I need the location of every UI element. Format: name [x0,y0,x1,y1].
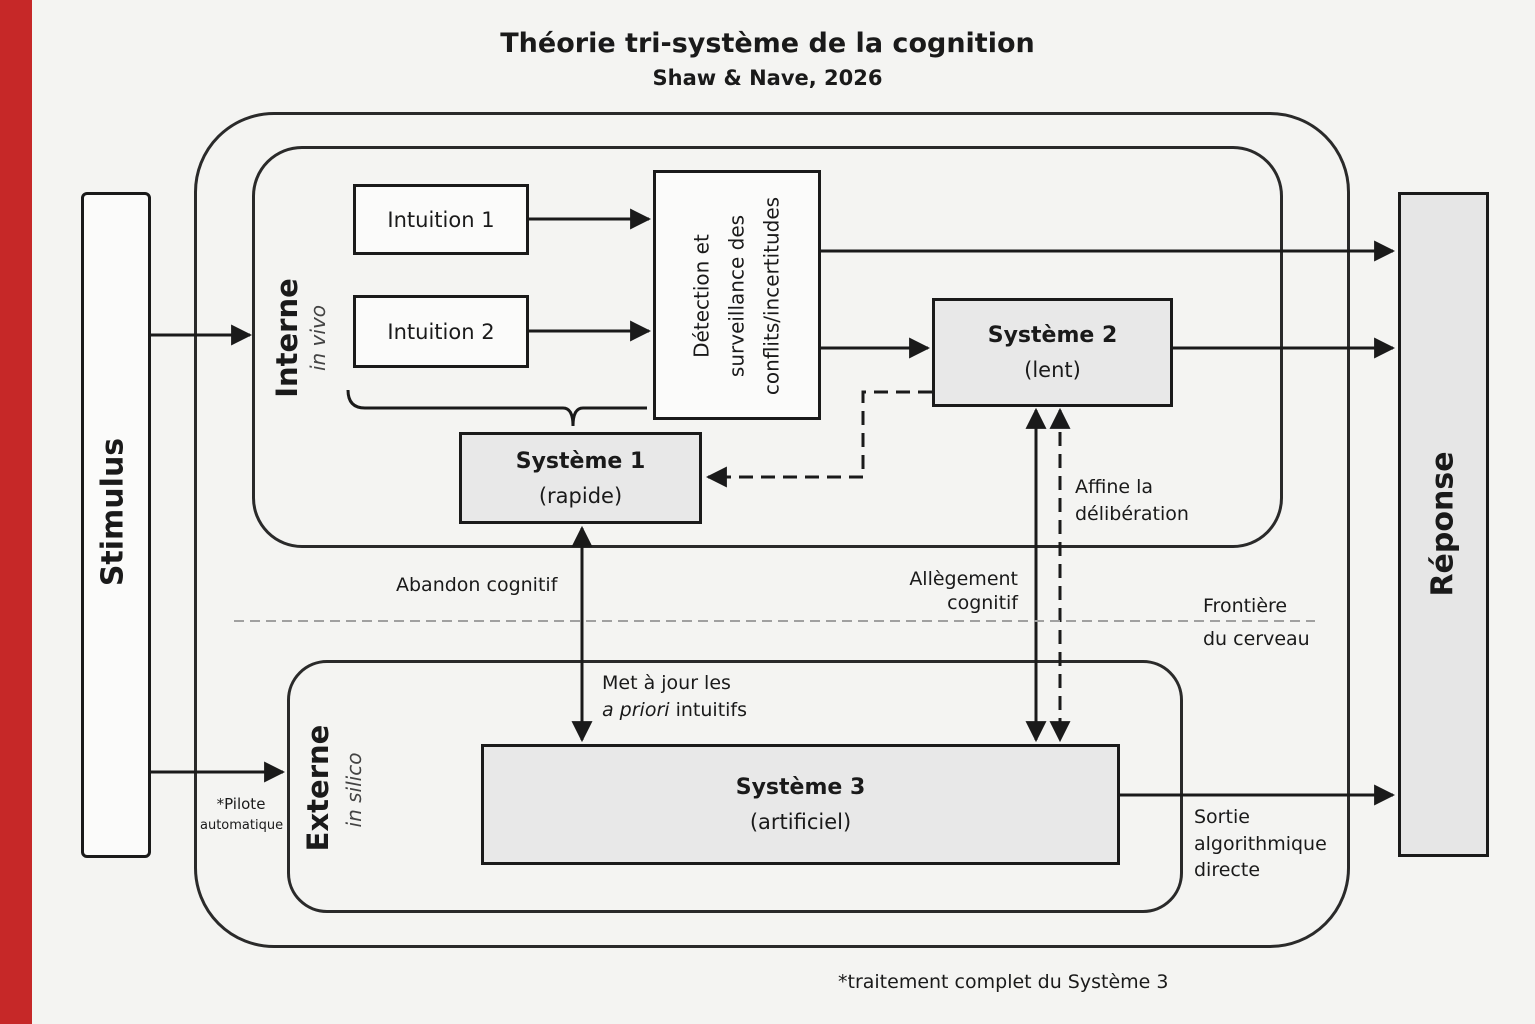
cognitive-offloading-label: Allègement cognitif [909,568,1018,614]
system3-box: Système 3 (artificiel) [481,744,1120,865]
external-region [287,660,1183,913]
brain-boundary-label: Frontière du cerveau [1203,595,1310,651]
footnote: *traitement complet du Système 3 [838,971,1169,993]
external-sub-label: in silico [342,752,366,828]
detection-label: Détection et surveillance des conflits/i… [689,196,784,396]
intuitions-brace [346,389,647,427]
intuition2-box: Intuition 2 [353,295,529,368]
external-label: Externe [301,724,335,852]
diagram-title: Théorie tri-système de la cognition [500,28,1035,59]
system3-name: Système 3 [735,775,866,800]
stimulus-box [81,192,151,858]
system2-box: Système 2 (lent) [932,298,1173,407]
cognitive-surrender-label: Abandon cognitif [396,574,558,596]
update-priors-label: Met à jour les a priori intuitifs [602,672,748,721]
system2-to-system1-dashed-arrow [705,390,932,488]
system1-desc: (rapide) [538,483,623,508]
intuition1-box: Intuition 1 [353,184,529,255]
refine-deliberation-label: Affine la délibération [1075,476,1189,525]
system1-box: Système 1 (rapide) [459,432,702,524]
response-label: Réponse [1425,451,1461,597]
accent-bar [0,0,32,1024]
response-box [1398,192,1489,857]
system2-desc: (lent) [1024,358,1081,382]
system2-name: Système 2 [987,323,1118,348]
diagram-subtitle: Shaw & Nave, 2026 [652,66,883,90]
system3-desc: (artificiel) [749,810,852,834]
detection-box [653,170,821,420]
internal-label: Interne [270,278,304,398]
direct-output-label: Sortie algorithmique directe [1194,806,1327,882]
internal-sub-label: in vivo [306,304,330,372]
system1-name: Système 1 [515,448,646,474]
stimulus-label: Stimulus [95,437,131,587]
autopilot-label: *Pilote automatique [200,795,284,833]
outer-frame [194,112,1350,948]
